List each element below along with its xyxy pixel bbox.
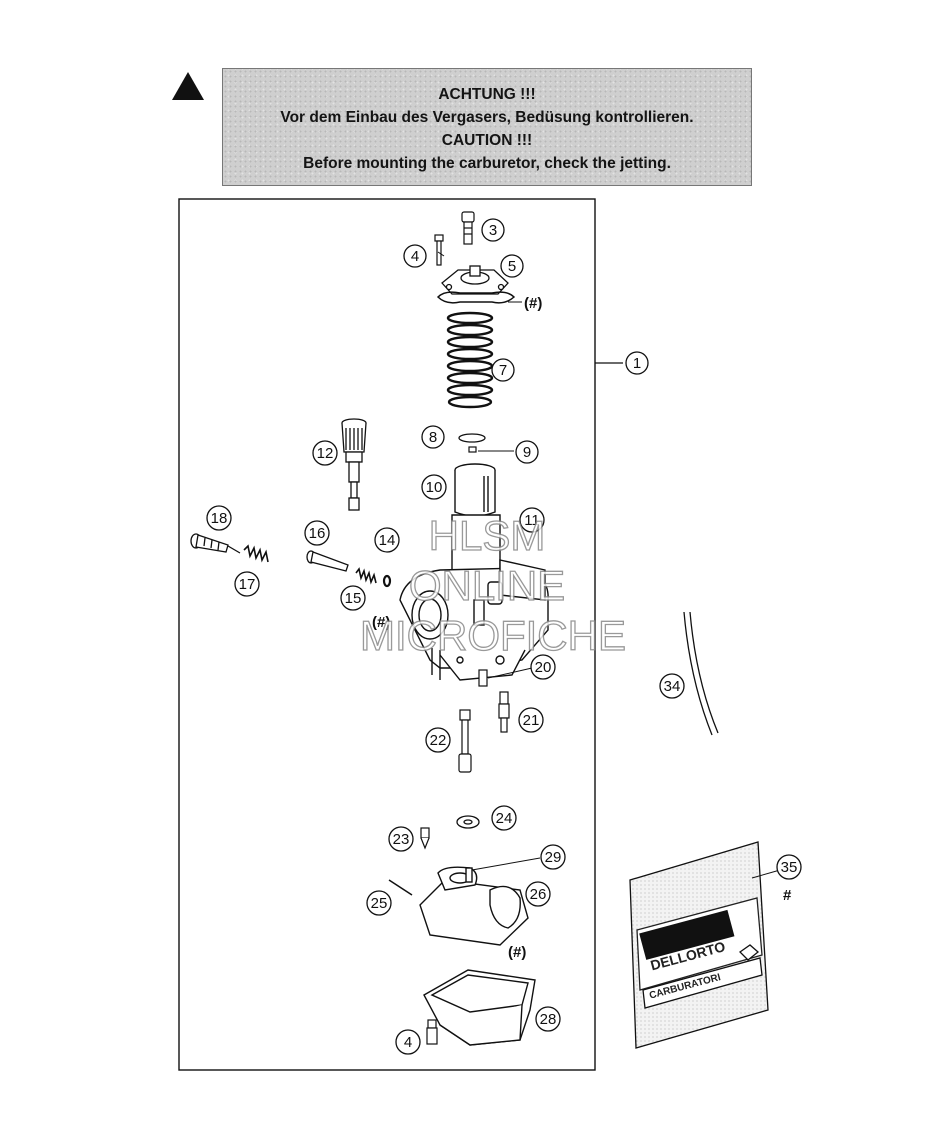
callout-4-top: 4 (403, 244, 427, 268)
svg-text:ONLINE: ONLINE (409, 562, 565, 609)
callout-23: 23 (388, 826, 414, 852)
callout-17: 17 (234, 571, 260, 597)
part-15-spring (355, 567, 377, 585)
svg-text:14: 14 (379, 532, 396, 549)
callout-26: 26 (525, 881, 551, 907)
hash-seal-14: (#) (372, 614, 390, 631)
part-10-throttle-slide (454, 463, 496, 517)
part-7-spring (446, 311, 494, 409)
part-4-screw-top (434, 234, 444, 266)
svg-text:15: 15 (345, 590, 362, 607)
caution-line-de-text: Vor dem Einbau des Vergasers, Bedüsung k… (280, 109, 694, 126)
svg-text:29: 29 (545, 849, 562, 866)
svg-text:4: 4 (404, 1034, 412, 1051)
part-gasket-top (436, 291, 516, 304)
part-20-pilot-jet (478, 669, 488, 687)
svg-text:HLSM: HLSM (429, 512, 546, 559)
svg-text:5: 5 (508, 258, 516, 275)
callout-4-bottom: 4 (395, 1029, 421, 1055)
callout-7: 7 (491, 358, 515, 382)
svg-text:24: 24 (496, 810, 513, 827)
caution-line-en-title: CAUTION !!! (441, 132, 533, 149)
svg-text:35: 35 (781, 859, 798, 876)
callout-24: 24 (491, 805, 517, 831)
part-35-jet-kit-bag (629, 841, 769, 1049)
svg-text:7: 7 (499, 362, 507, 379)
part-8-clip (458, 433, 486, 443)
callout-1: 1 (625, 351, 649, 375)
part-26-float (419, 866, 529, 946)
svg-text:28: 28 (540, 1011, 557, 1028)
svg-text:22: 22 (430, 732, 447, 749)
callout-11: 11 (519, 507, 545, 533)
svg-text:12: 12 (317, 445, 334, 462)
callout-29: 29 (540, 844, 566, 870)
caution-notice: ACHTUNG !!! Vor dem Einbau des Vergasers… (222, 68, 752, 186)
part-3-screw (461, 211, 475, 245)
svg-text:8: 8 (429, 429, 437, 446)
callout-35: 35 (776, 854, 802, 880)
callout-28: 28 (535, 1006, 561, 1032)
svg-text:23: 23 (393, 831, 410, 848)
hash-gasket-float: (#) (508, 944, 526, 961)
caution-line-en-text: Before mounting the carburetor, check th… (303, 155, 671, 172)
callout-25: 25 (366, 890, 392, 916)
callout-14: 14 (374, 527, 400, 553)
part-23-float-valve (420, 827, 430, 850)
part-25-float-pin (388, 879, 413, 896)
warning-triangle-icon (172, 72, 204, 100)
part-24-nut (456, 815, 480, 829)
callout-3: 3 (481, 218, 505, 242)
part-28-float-bowl (423, 969, 536, 1046)
part-14-o-ring (382, 574, 392, 588)
svg-text:34: 34 (664, 678, 681, 695)
part-5-cap (441, 265, 509, 295)
callout-10: 10 (421, 474, 447, 500)
part-21-jet (498, 691, 510, 733)
watermark: HLSM ONLINE MICROFICHE (359, 511, 626, 659)
callout-12: 12 (312, 440, 338, 466)
part-17-spring (243, 544, 269, 563)
svg-text:18: 18 (211, 510, 228, 527)
part-12-starter-plunger (341, 418, 367, 511)
assembly-frame (178, 198, 596, 1071)
svg-text:1: 1 (633, 355, 641, 372)
svg-text:MICROFICHE: MICROFICHE (360, 612, 626, 659)
svg-text:16: 16 (309, 525, 326, 542)
hash-kit: # (783, 887, 792, 904)
svg-text:21: 21 (523, 712, 540, 729)
part-9-needle-clip (468, 446, 477, 453)
svg-text:10: 10 (426, 479, 443, 496)
callout-18: 18 (206, 505, 232, 531)
svg-text:20: 20 (535, 659, 552, 676)
part-16-idle-screw (306, 550, 349, 572)
part-4-screw-bottom (426, 1019, 438, 1045)
part-18-adjust-screw (190, 533, 241, 554)
part-34-hose (683, 611, 719, 736)
svg-text:3: 3 (489, 222, 497, 239)
callout-8: 8 (421, 425, 445, 449)
callout-9: 9 (515, 440, 539, 464)
callout-34: 34 (659, 673, 685, 699)
callout-20: 20 (530, 654, 556, 680)
callout-22: 22 (425, 727, 451, 753)
carburetor-body (399, 514, 549, 681)
svg-text:11: 11 (524, 512, 540, 529)
svg-text:4: 4 (411, 248, 419, 265)
svg-text:25: 25 (371, 895, 388, 912)
caution-line-de-title: ACHTUNG !!! (438, 86, 536, 103)
callout-16: 16 (304, 520, 330, 546)
callout-15: 15 (340, 585, 366, 611)
part-22-needle-jet (458, 709, 472, 773)
callout-5: 5 (500, 254, 524, 278)
callout-21: 21 (518, 707, 544, 733)
hash-gasket-top: (#) (524, 295, 542, 312)
svg-text:9: 9 (523, 444, 531, 461)
svg-text:26: 26 (530, 886, 547, 903)
svg-text:17: 17 (239, 576, 256, 593)
